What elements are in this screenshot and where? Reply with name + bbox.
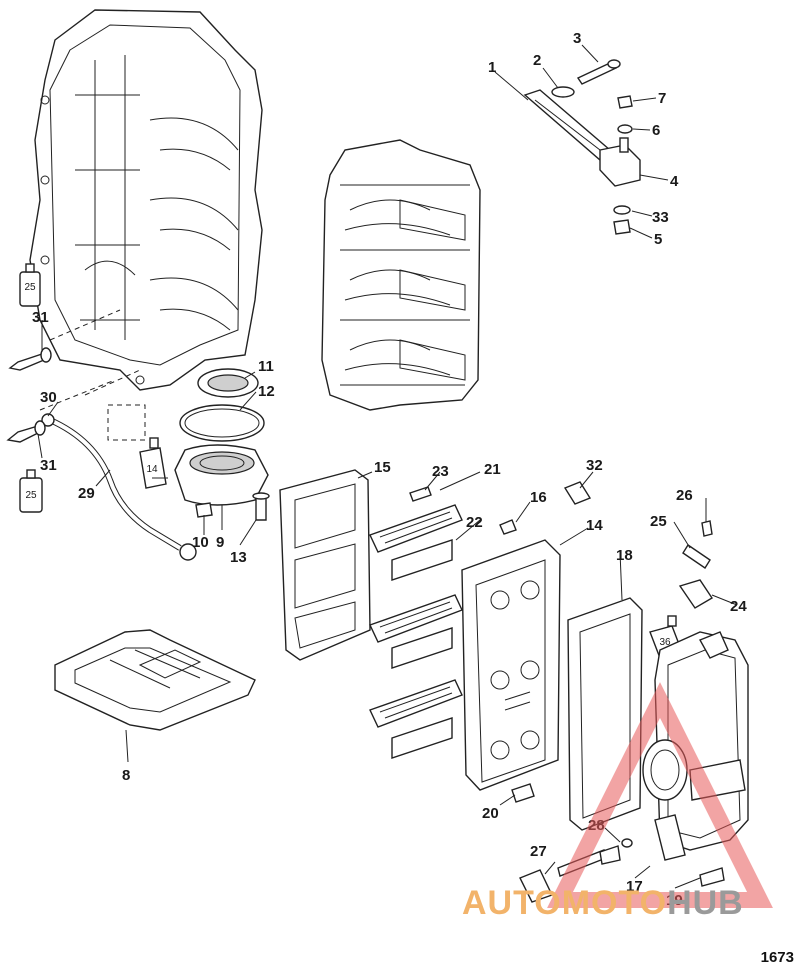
callout-label: 31: [40, 457, 57, 474]
callout-label: 13: [230, 549, 247, 566]
callout-label: 17: [626, 878, 643, 895]
callout-label: 25: [650, 513, 667, 530]
callout-label: 31: [32, 309, 49, 326]
tube-label: 25: [25, 490, 37, 501]
watermark-part-a: AUTOMOTO: [462, 884, 668, 922]
crankcase-cover: [321, 139, 481, 411]
bracket-assembly: [523, 59, 641, 235]
callout-label: 26: [676, 487, 693, 504]
reference-number: 1673: [760, 949, 794, 966]
callout-label: 10: [192, 534, 209, 551]
watermark-part-b: HUB: [667, 884, 744, 922]
tube-label: 25: [24, 282, 36, 293]
callout-label: 12: [258, 383, 275, 400]
reed-gasket: [279, 469, 371, 661]
callout-label: 7: [658, 90, 666, 107]
fuel-line: [41, 413, 197, 561]
callout-label: 24: [730, 598, 747, 615]
tube-label: 14: [146, 464, 158, 475]
watermark-logo: AUTOMOTOHUB: [462, 884, 744, 923]
callout-label: 14: [586, 517, 603, 534]
callout-label: 33: [652, 209, 669, 226]
cylinder-block: [29, 9, 263, 391]
callout-label: 3: [573, 30, 581, 47]
callout-label: 18: [616, 547, 633, 564]
callout-label: 20: [482, 805, 499, 822]
callout-label: 32: [586, 457, 603, 474]
callout-label: 1: [488, 59, 496, 76]
callout-label: 6: [652, 122, 660, 139]
callout-label: 21: [484, 461, 501, 478]
callout-label: 15: [374, 459, 391, 476]
callout-label: 9: [216, 534, 224, 551]
callout-label: 5: [654, 231, 662, 248]
callout-label: 16: [530, 489, 547, 506]
intake-plate: [461, 539, 561, 791]
callout-label: 29: [78, 485, 95, 502]
end-cap-assembly: [174, 368, 270, 521]
callout-label: 23: [432, 463, 449, 480]
callout-label: 2: [533, 52, 541, 69]
callout-label: 4: [670, 173, 679, 190]
bolts-left: [6, 347, 52, 443]
base-gasket: [54, 629, 256, 731]
leader-lines: [37, 44, 738, 889]
watermark-triangle: [547, 682, 773, 908]
locator-lines: [39, 309, 146, 441]
reed-valves: [369, 504, 463, 759]
callout-label: 27: [530, 843, 547, 860]
callout-label: 8: [122, 767, 130, 784]
callout-label: 11: [258, 358, 274, 375]
callout-label: 30: [40, 389, 57, 406]
tube-label: 36: [659, 637, 671, 648]
callout-label: 22: [466, 514, 483, 531]
